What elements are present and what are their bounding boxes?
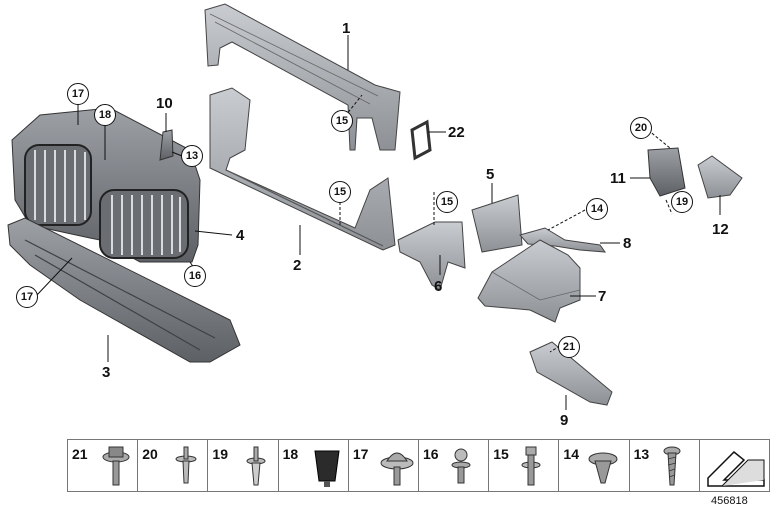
legend-number: 15 [493, 446, 509, 462]
part-label-11: 11 [610, 170, 626, 187]
expanding-rivet-icon [175, 446, 197, 484]
legend-number: 19 [212, 446, 228, 462]
callout-21: 21 [558, 336, 580, 358]
part-label-2: 2 [293, 257, 302, 274]
leader-lines [35, 35, 721, 410]
tapping-screw-icon [663, 446, 681, 486]
part-label-5: 5 [486, 166, 495, 183]
callout-17-lower: 17 [16, 286, 38, 308]
part-label-12: 12 [712, 221, 729, 238]
callout-13: 13 [181, 145, 203, 167]
part-6-duct [397, 221, 466, 291]
part-22-seal [410, 119, 432, 161]
callout-16: 16 [184, 265, 206, 287]
legend-number: 17 [352, 446, 369, 462]
fastener-legend: 21 20 19 18 17 [67, 439, 770, 492]
legend-number: 16 [423, 446, 439, 462]
part-2-frame [209, 87, 396, 251]
ball-stud-icon [451, 448, 471, 484]
part-label-7: 7 [598, 288, 607, 305]
legend-cell-14: 14 [559, 440, 630, 491]
shoulder-screw-icon [521, 446, 541, 486]
push-rivet-icon [246, 446, 266, 486]
legend-cell-13: 13 [630, 440, 700, 491]
callout-18: 18 [94, 104, 116, 126]
part-7-large-duct [477, 239, 581, 323]
legend-cell-16: 16 [419, 440, 490, 491]
part-3-lower-duct [7, 217, 241, 363]
legend-cell-arrow [700, 440, 769, 491]
callout-14: 14 [586, 198, 608, 220]
legend-cell-18: 18 [279, 440, 349, 491]
legend-cell-17: 17 [349, 440, 420, 491]
callout-15-b: 15 [329, 181, 351, 203]
part-label-1: 1 [342, 20, 351, 37]
part-label-6: 6 [434, 278, 443, 295]
callout-15-a: 15 [331, 110, 353, 132]
dome-screw-icon [380, 452, 414, 486]
callout-19: 19 [671, 191, 693, 213]
part-label-8: 8 [623, 235, 632, 252]
part-label-22: 22 [448, 124, 465, 141]
part-label-10: 10 [156, 95, 173, 112]
clip-nut-icon [588, 452, 618, 484]
part-11-bracket [647, 147, 686, 197]
callout-20: 20 [630, 117, 652, 139]
part-1-upper-support [204, 3, 401, 151]
legend-cell-19: 19 [208, 440, 279, 491]
part-5-duct [471, 194, 523, 253]
rubber-buffer-icon [314, 450, 340, 487]
callout-17-upper: 17 [67, 83, 89, 105]
flange-bolt-icon [102, 446, 130, 486]
legend-number: 20 [142, 446, 158, 462]
legend-number: 14 [563, 446, 579, 462]
document-number: 456818 [711, 495, 748, 507]
part-label-3: 3 [102, 364, 111, 381]
legend-cell-15: 15 [489, 440, 560, 491]
part-4-kidney-grille [11, 107, 201, 263]
legend-number: 18 [282, 446, 299, 462]
part-10-bracket [159, 129, 174, 161]
callout-15-c: 15 [436, 191, 458, 213]
part-label-4: 4 [236, 227, 245, 244]
legend-cell-20: 20 [138, 440, 209, 491]
legend-number: 13 [633, 446, 650, 462]
direction-arrow-icon [707, 450, 765, 487]
part-label-9: 9 [560, 412, 569, 429]
part-12-deflector [697, 155, 743, 199]
legend-cell-21: 21 [68, 440, 139, 491]
legend-number: 21 [72, 446, 88, 462]
part-9-bracket [529, 341, 613, 406]
